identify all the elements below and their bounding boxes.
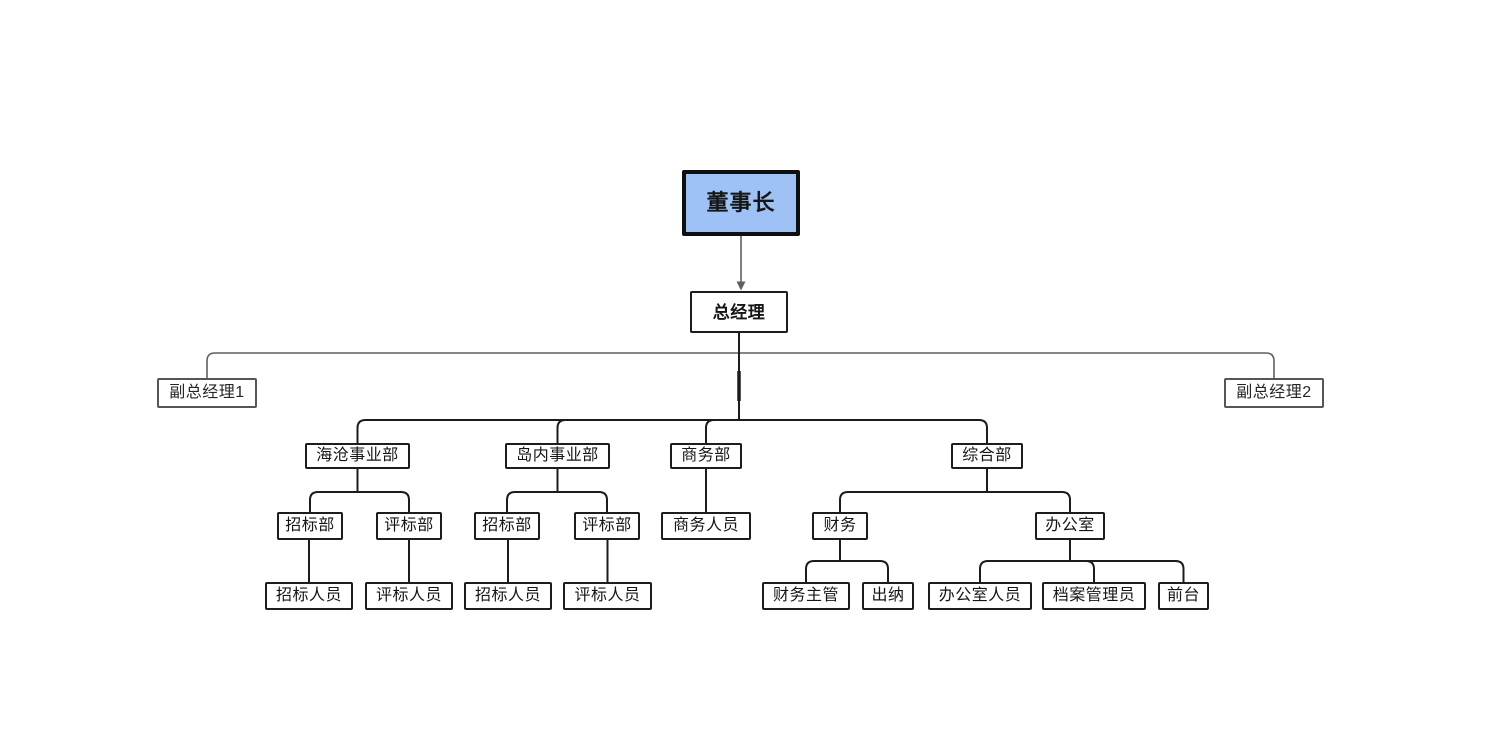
connector-edge xyxy=(506,469,559,512)
org-node-dagly[interactable]: 档案管理员 xyxy=(1042,582,1146,610)
org-node-cwzg[interactable]: 财务主管 xyxy=(762,582,850,610)
org-node-pbry2[interactable]: 评标人员 xyxy=(563,582,652,610)
org-node-gm[interactable]: 总经理 xyxy=(690,291,788,333)
connector-edge xyxy=(1069,540,1095,582)
connector-edge xyxy=(356,333,740,443)
org-node-pb1[interactable]: 评标部 xyxy=(376,512,442,540)
org-node-bgs[interactable]: 办公室 xyxy=(1035,512,1105,540)
connector-edge xyxy=(839,469,988,512)
org-node-pbry1[interactable]: 评标人员 xyxy=(365,582,453,610)
org-node-zb2[interactable]: 招标部 xyxy=(474,512,540,540)
org-node-chuna[interactable]: 出纳 xyxy=(862,582,914,610)
connector-edge xyxy=(556,333,740,443)
org-node-qiantai[interactable]: 前台 xyxy=(1158,582,1209,610)
org-node-pb2[interactable]: 评标部 xyxy=(574,512,640,540)
connector-edge xyxy=(1069,540,1185,582)
connector-edge xyxy=(309,469,359,512)
connector-edge xyxy=(805,540,841,582)
org-node-swry[interactable]: 商务人员 xyxy=(661,512,751,540)
connector-edge xyxy=(738,333,1275,378)
org-node-bgsry[interactable]: 办公室人员 xyxy=(928,582,1032,610)
connector-edge xyxy=(979,540,1071,582)
connector-edge xyxy=(738,333,988,443)
org-node-haicang[interactable]: 海沧事业部 xyxy=(305,443,410,469)
org-node-shangwu[interactable]: 商务部 xyxy=(670,443,742,469)
org-node-daonei[interactable]: 岛内事业部 xyxy=(505,443,610,469)
org-node-zonghe[interactable]: 综合部 xyxy=(951,443,1023,469)
connector-edge xyxy=(705,333,740,443)
connector-edge xyxy=(986,469,1071,512)
arrowhead-icon xyxy=(736,281,746,291)
connector-edge xyxy=(206,333,740,378)
org-node-zb1[interactable]: 招标部 xyxy=(277,512,343,540)
org-node-zbry1[interactable]: 招标人员 xyxy=(265,582,353,610)
org-node-vgm2[interactable]: 副总经理2 xyxy=(1224,378,1324,408)
org-node-zbry2[interactable]: 招标人员 xyxy=(464,582,552,610)
connector-edge xyxy=(356,469,410,512)
connector-edge xyxy=(556,469,608,512)
org-node-caiwu[interactable]: 财务 xyxy=(812,512,868,540)
org-node-vgm1[interactable]: 副总经理1 xyxy=(157,378,257,408)
org-node-chairman[interactable]: 董事长 xyxy=(682,170,800,236)
connector-edge xyxy=(839,540,889,582)
